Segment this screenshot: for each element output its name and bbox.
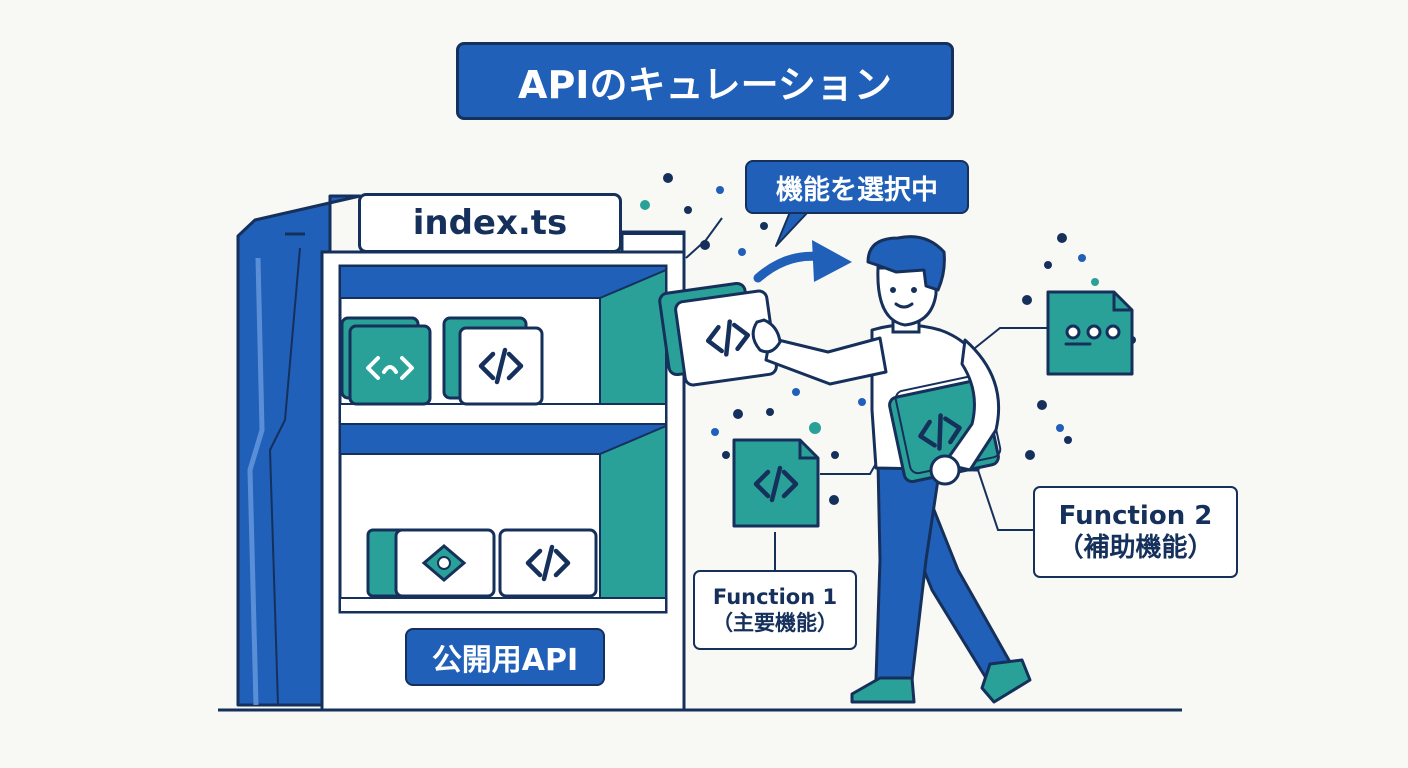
- function2-callout: Function 2 （補助機能）: [1033, 486, 1238, 578]
- function1-name: Function 1: [712, 584, 838, 609]
- floating-function-file: [1046, 290, 1134, 376]
- page-title: APIのキュレーション: [456, 42, 954, 120]
- code-file-function1: [732, 438, 820, 528]
- file-name-tab: index.ts: [358, 193, 622, 253]
- code-file-picked: [658, 281, 778, 387]
- sparkle-dots: [640, 173, 1136, 505]
- function1-callout: Function 1 （主要機能）: [693, 570, 857, 650]
- shelf-code-file-4: [498, 528, 598, 598]
- function2-name: Function 2: [1058, 500, 1213, 531]
- function2-desc: （補助機能）: [1057, 533, 1214, 563]
- connector-lines: [622, 217, 1048, 570]
- person-icon: [751, 235, 1032, 704]
- public-api-label: 公開用API: [405, 628, 605, 686]
- shelf-code-file-2: [442, 316, 544, 406]
- arrow-icon: [753, 240, 852, 283]
- speech-bubble: 機能を選択中: [745, 160, 969, 214]
- function1-desc: （主要機能）: [712, 611, 838, 635]
- shelf-code-file-1: [340, 316, 432, 406]
- shelf-code-file-3: [366, 528, 496, 598]
- speech-bubble-tail: [775, 211, 809, 247]
